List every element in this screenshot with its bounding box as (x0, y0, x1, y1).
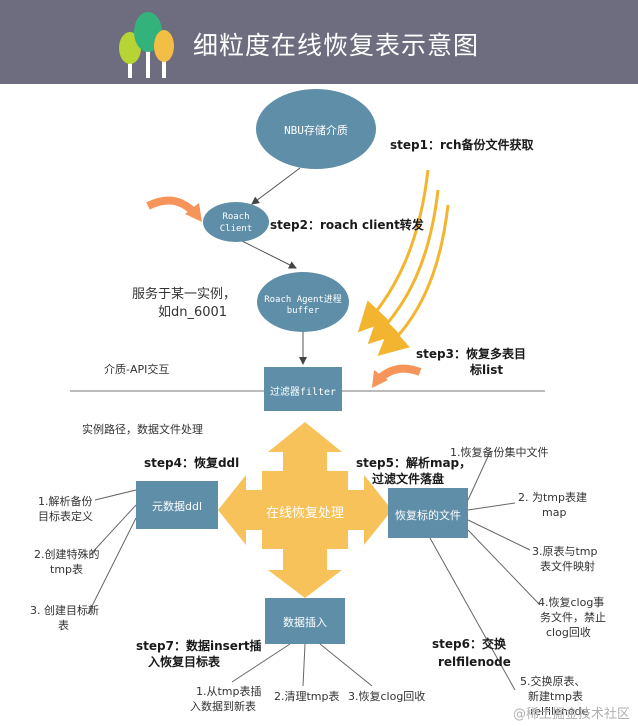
left-item-3-line1: 3. 创建目标新 (30, 604, 99, 617)
instance-path-label: 实例路径，数据文件处理 (82, 423, 203, 436)
edge-nbu-client (251, 167, 301, 205)
bottom-item-1-line1: 1.从tmp表插 (196, 685, 262, 698)
restore-files-label: 恢复标的文件 (395, 509, 461, 522)
left-fanout-lines (87, 489, 137, 615)
node-data-insert (265, 598, 345, 644)
node-filter (264, 367, 342, 411)
right-item-1-line1: 1.恢复备份集中文件 (450, 446, 549, 459)
orange-arrow-filter-head (372, 370, 388, 388)
right-item-2-line1: 2. 为tmp表建 (518, 491, 588, 504)
edge-client-agent (239, 239, 297, 269)
right-item-5-line3: relfilenode (530, 705, 589, 718)
filter-label: 过滤器filter (269, 387, 337, 398)
step3-label-1: step3：恢复多表目 (416, 347, 526, 361)
step2-label: step2：roach client转发 (270, 218, 424, 232)
right-item-3-line2: 表文件映射 (540, 560, 595, 573)
left-item-3-line2: 表 (58, 619, 69, 632)
right-item-5-line1: 5.交换原表、 (520, 675, 586, 688)
step5-label-1: step5：解析map， (356, 456, 472, 470)
right-item-3-line1: 3.原表与tmp (532, 545, 598, 558)
meta-ddl-label: 元数据ddl (151, 500, 203, 513)
orange-arrow-client-head (185, 203, 202, 222)
step3-label-2: 标list (470, 363, 504, 377)
left-item-1-line2: 目标表定义 (38, 510, 93, 523)
roach-agent-label-1: Roach Agent进程 (264, 295, 342, 305)
center-label: 在线恢复处理 (265, 506, 344, 521)
data-insert-label: 数据插入 (283, 616, 327, 629)
step7-label-1: step7：数据insert插 (136, 639, 262, 653)
right-item-2-line2: map (542, 506, 567, 519)
step1-label: step1：rch备份文件获取 (390, 138, 534, 152)
right-item-4-line3: clog回收 (546, 626, 591, 639)
step7-label-2: 入恢复目标表 (148, 655, 221, 669)
center-cross (218, 422, 392, 598)
right-item-4-line1: 4.恢复clog事 (538, 596, 605, 609)
roach-client-label-2: Client (219, 224, 253, 234)
right-item-5-line2: 新建tmp表 (528, 690, 584, 703)
left-item-1-line1: 1.解析备份 (38, 495, 93, 508)
bottom-item-1-line2: 入数据到新表 (190, 700, 256, 713)
node-meta-ddl (136, 481, 218, 529)
header-banner: 细粒度在线恢复表示意图 (0, 0, 638, 84)
roach-client-label-1: Roach (222, 212, 250, 222)
left-item-2-line2: tmp表 (50, 563, 84, 576)
media-api-label: 介质-API交互 (104, 363, 170, 376)
step6-label-1: step6：交换 (432, 637, 506, 651)
instance-note-2: 如dn_6001 (158, 305, 228, 320)
watermark: @稀土掘金技术社区 (512, 707, 630, 722)
orange-arrow-filter (377, 364, 422, 382)
bottom-fanout-lines (231, 643, 373, 687)
node-roach-agent (257, 272, 349, 332)
roach-agent-label-2: buffer (286, 306, 320, 316)
trees-icon (119, 12, 174, 78)
bottom-item-2-line1: 2.清理tmp表 (274, 690, 340, 703)
nbu-label: NBU存储介质 (284, 124, 348, 137)
right-fanout-lines (429, 451, 541, 691)
step4-label: step4：恢复ddl (144, 456, 240, 470)
step6-label-2: relfilenode (438, 655, 511, 669)
node-restore-files (388, 488, 468, 538)
yellow-swoosh-arrows (357, 169, 450, 356)
step5-label-2: 过滤文件落盘 (372, 472, 445, 486)
right-item-4-line2: 务文件，禁止 (540, 611, 606, 624)
page-title: 细粒度在线恢复表示意图 (193, 31, 480, 60)
left-item-2-line1: 2.创建特殊的 (34, 548, 100, 561)
bottom-item-3-line1: 3.恢复clog回收 (348, 690, 426, 703)
instance-note-1: 服务于某一实例， (132, 287, 237, 302)
node-roach-client (203, 202, 269, 242)
node-nbu (256, 89, 376, 169)
